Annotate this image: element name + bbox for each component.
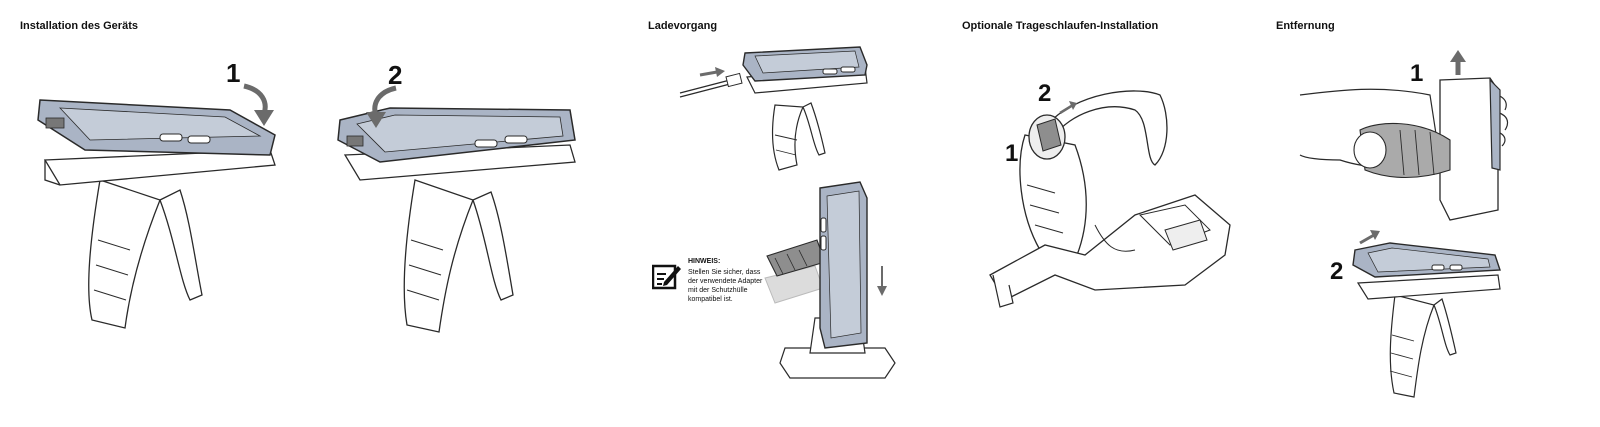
lanyard-heading: Optionale Trageschlaufen-Installation (962, 20, 1159, 32)
installation-heading: Installation des Geräts (20, 20, 138, 32)
install-step1-number: 1 (226, 58, 241, 88)
removal-heading: Entfernung (1276, 20, 1335, 32)
removal-step1-illustration (1299, 50, 1509, 221)
removal-step2-number: 2 (1330, 258, 1344, 285)
charging-cable-illustration (679, 46, 868, 171)
lanyard-step2-number: 2 (1038, 80, 1052, 107)
lanyard-step1-number: 1 (1005, 140, 1019, 167)
removal-step1-number: 1 (1410, 60, 1424, 87)
removal-step2-illustration (1352, 230, 1501, 398)
install-step1-illustration (37, 99, 276, 329)
install-step1-arrow-icon (243, 83, 274, 126)
note-pencil-icon (652, 264, 681, 290)
note-title: HINWEIS: (688, 258, 721, 265)
lanyard-illustration (989, 90, 1231, 308)
charging-heading: Ladevorgang (648, 20, 718, 32)
note-text: Stellen Sie sicher, dass der verwendete … (688, 269, 763, 303)
install-step2-number: 2 (388, 60, 403, 90)
install-step2-arrow-icon (366, 85, 397, 128)
install-step2-illustration (337, 107, 576, 333)
charging-dock-illustration (764, 181, 896, 379)
